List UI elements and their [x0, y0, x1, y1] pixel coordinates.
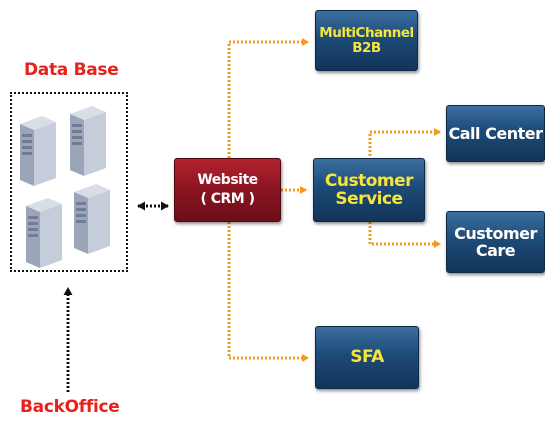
sfa-node: SFA [315, 326, 419, 389]
multichannel-node-line1: MultiChannel [319, 24, 414, 41]
customer-care-node-line1: Customer [454, 223, 537, 243]
call-center-node: Call Center [446, 105, 545, 162]
server-icon [26, 198, 62, 268]
server-icon [70, 106, 106, 176]
crm-node-line1: Website [197, 171, 258, 188]
crm-node-line2: ( CRM ) [200, 191, 255, 207]
multichannel-node: MultiChannel B2B [315, 10, 418, 71]
connector-to-customer-care [368, 222, 441, 248]
customer-care-node-line2: Care [475, 241, 516, 260]
connector-to-sfa [227, 222, 309, 362]
connector-to-multichannel [227, 38, 309, 158]
server-icon [74, 184, 110, 254]
customer-service-node-line2: Service [335, 189, 403, 209]
database-label: Data Base [24, 60, 119, 80]
multichannel-node-line2: B2B [352, 39, 381, 56]
backoffice-label: BackOffice [20, 397, 120, 417]
crm-node: Website ( CRM ) [174, 158, 281, 222]
call-center-node-line1: Call Center [448, 123, 543, 143]
database-group [10, 92, 128, 272]
customer-care-node: Customer Care [446, 211, 545, 273]
customer-service-node-line1: Customer [324, 170, 414, 191]
server-icon [20, 116, 56, 186]
customer-service-node: Customer Service [313, 158, 425, 222]
connector-to-call-center [368, 128, 441, 160]
sfa-node-line1: SFA [350, 347, 384, 368]
